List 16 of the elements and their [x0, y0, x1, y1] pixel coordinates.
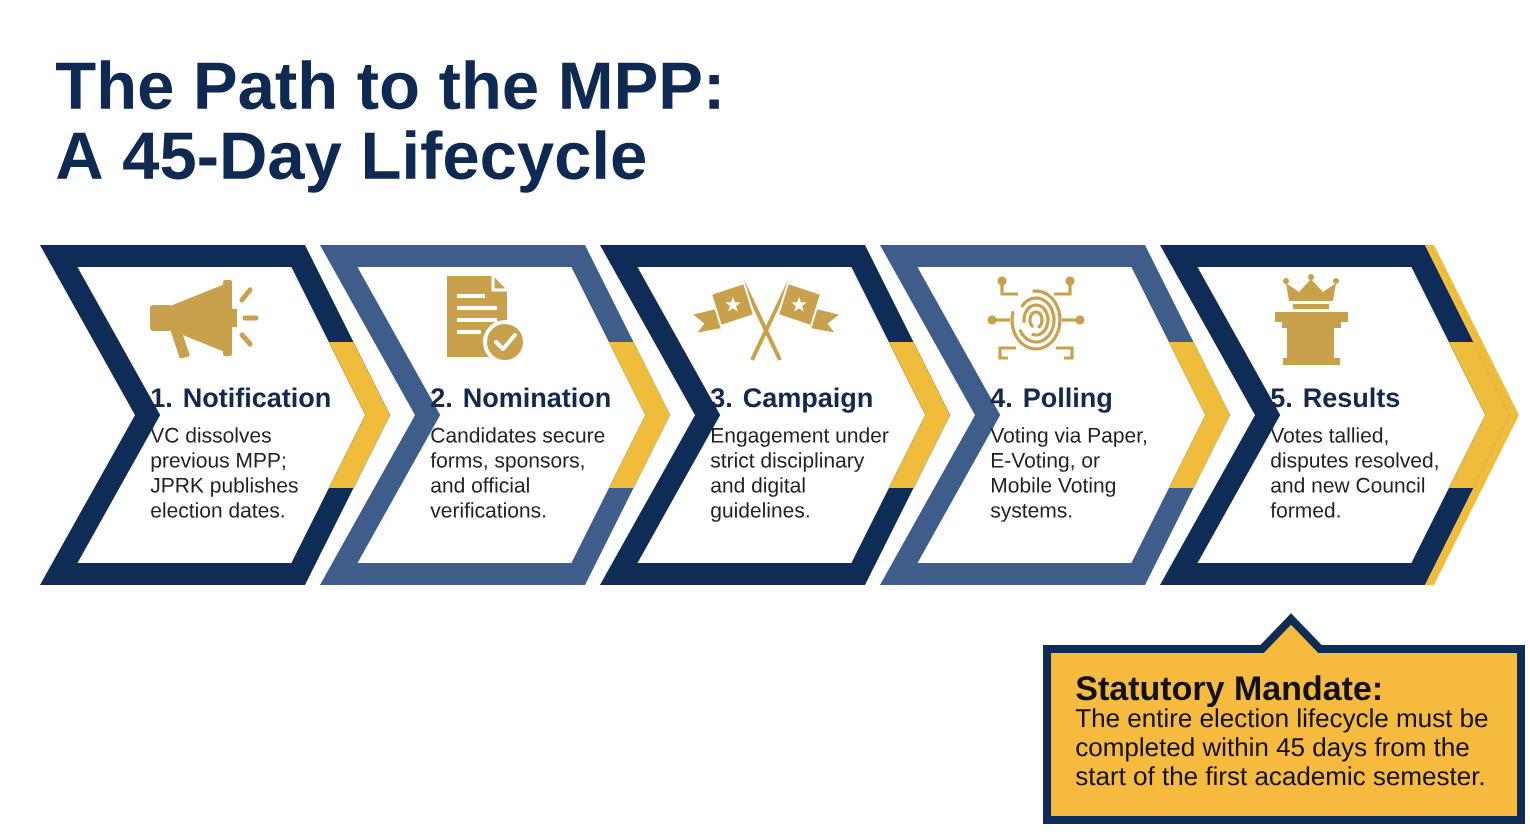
step-description: Voting via Paper, E-Voting, or Mobile Voting systems. — [990, 427, 1146, 522]
step-heading: 5. Results — [1271, 387, 1400, 408]
step-description: VC dissolves previous MPP; JPRK publishes election dates. — [150, 427, 298, 518]
step-description: Engagement under strict disciplinary and digital guidelines. — [710, 427, 889, 522]
step-description: Votes tallied, disputes resolved, and new Council formed. — [1270, 427, 1438, 518]
callout-box — [1043, 613, 1525, 824]
step-heading: 2. Nomination — [431, 387, 610, 408]
step-heading: 1. Notification — [151, 387, 330, 408]
step-heading: 4. Polling — [990, 387, 1111, 413]
chevron-box — [1159, 245, 1519, 585]
step-description: Candidates secure forms, sponsors, and official verifications. — [430, 427, 605, 518]
step-heading: 3. Campaign — [710, 387, 872, 413]
title: The Path to the MPP: A 45-Day Lifecycle — [56, 60, 719, 193]
callout-text: The entire election lifecycle must be completed within 45 days from the start of the first academic semester. — [1075, 708, 1488, 786]
chevron-box — [39, 245, 390, 585]
callout-heading: Statutory Mandate: — [1076, 675, 1380, 708]
